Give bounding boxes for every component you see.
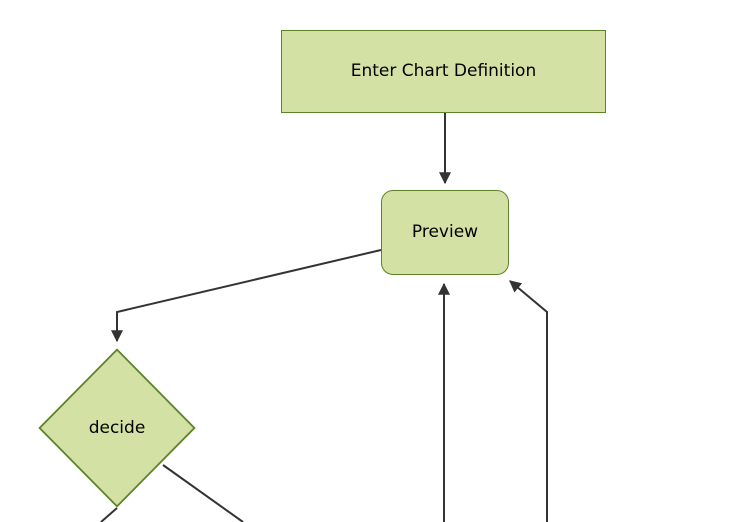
- node-preview[interactable]: Preview: [381, 190, 509, 275]
- edge-preview-to-decide: [111, 249, 382, 343]
- node-enter-chart-definition[interactable]: Enter Chart Definition: [281, 30, 606, 113]
- node-decide[interactable]: decide: [38, 348, 196, 508]
- node-label-preview: Preview: [411, 222, 479, 242]
- edge-decide-out-left: [100, 507, 118, 522]
- diamond-shape: [38, 348, 196, 508]
- node-label-enter-chart-definition: Enter Chart Definition: [350, 61, 537, 81]
- edge-decide-out-right: [162, 464, 244, 522]
- edge-incoming-right-to-preview: [509, 280, 548, 522]
